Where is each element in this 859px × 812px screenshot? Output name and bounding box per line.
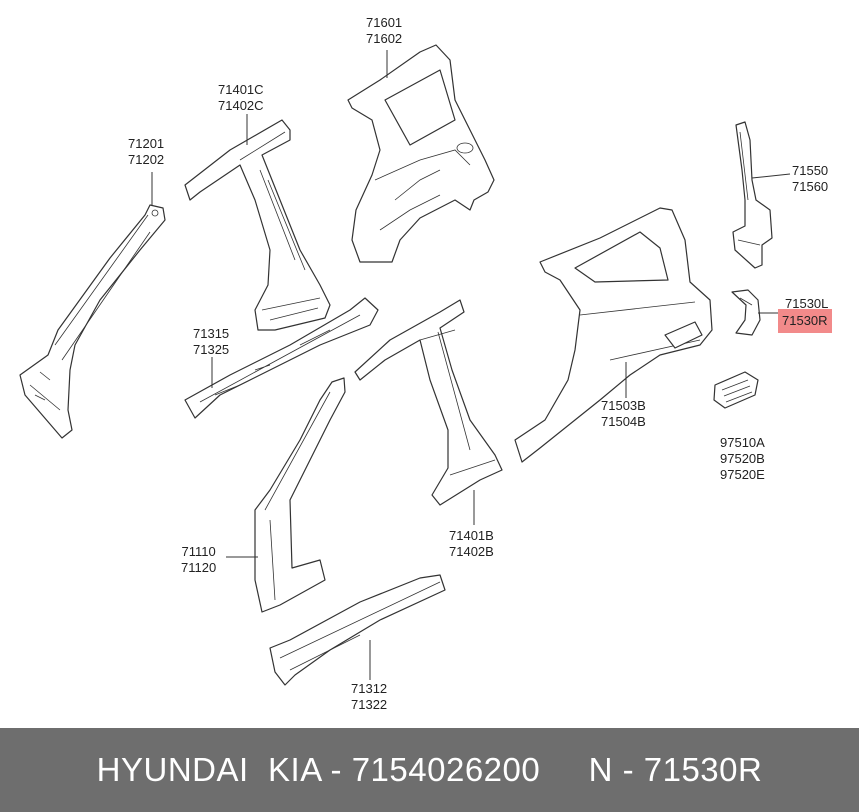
part-quarter-outer [514, 207, 713, 463]
part-number-banner: HYUNDAI KIA - 7154026200 N - 71530R [0, 728, 859, 812]
part-fuel-bracket [731, 289, 761, 336]
label-71503b: 71503B 71504B [601, 398, 646, 429]
label-71601: 71601 71602 [366, 15, 403, 46]
part-side-sill-outer [269, 574, 446, 686]
label-71530l: 71530L [785, 296, 829, 311]
part-center-pillar-outer [354, 299, 503, 506]
label-71401b: 71401B 71402B [449, 528, 494, 559]
label-71530r-highlight: 71530R [778, 309, 832, 333]
parts-diagram [19, 44, 791, 686]
part-c-pillar-bracket [732, 121, 773, 269]
label-71110: 71110 71120 [181, 544, 217, 575]
part-front-pillar-outer [254, 377, 346, 613]
label-71312: 71312 71322 [351, 681, 388, 712]
part-side-sill-inner [184, 297, 379, 419]
label-71550: 71550 71560 [792, 163, 829, 194]
label-71401c: 71401C 71402C [218, 82, 264, 113]
label-97510a: 97510A 97520B 97520E [720, 435, 765, 482]
label-71315: 71315 71325 [193, 326, 230, 357]
part-b-pillar-inner [184, 119, 331, 331]
label-71201: 71201 71202 [128, 136, 165, 167]
part-a-pillar-inner [19, 204, 166, 439]
part-quarter-inner [347, 44, 495, 263]
part-vent-grille [713, 371, 759, 409]
